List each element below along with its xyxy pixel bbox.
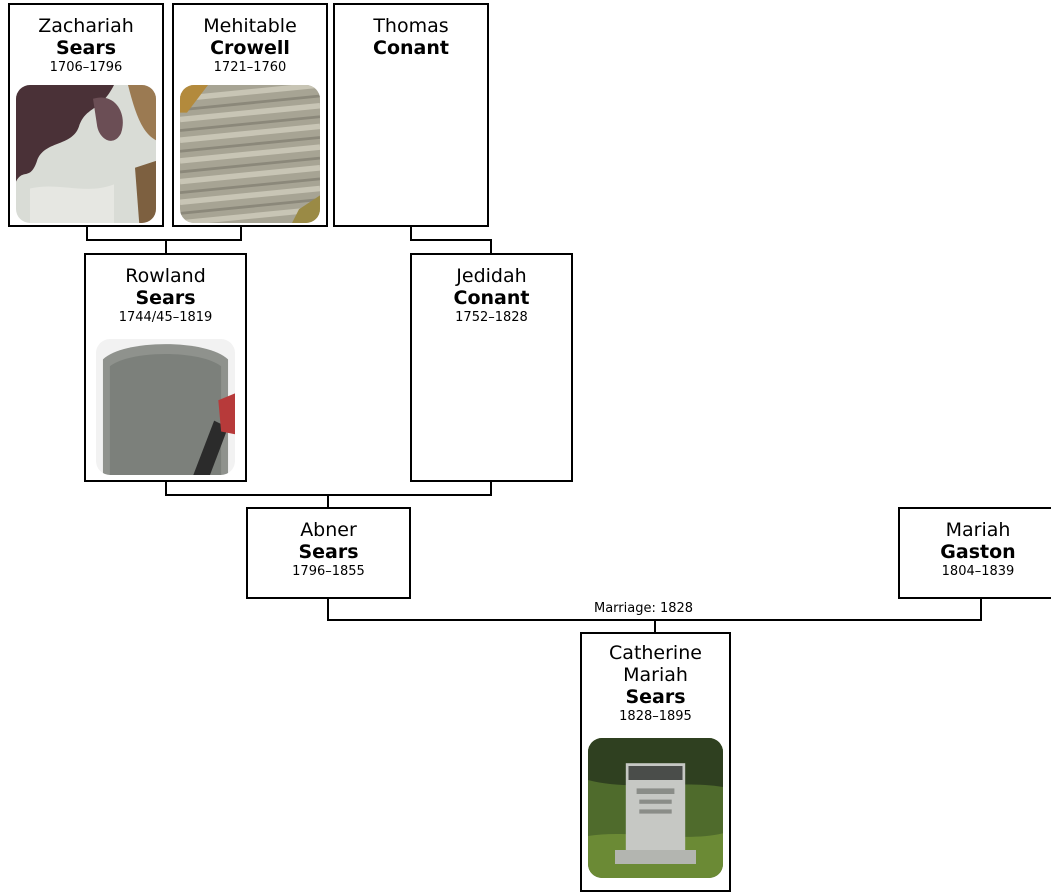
life-dates: 1744/45–1819 — [118, 310, 213, 325]
surname: Crowell — [210, 37, 290, 59]
person-card-thomas-conant[interactable]: Thomas Conant — [333, 3, 489, 227]
person-card-mariah-gaston[interactable]: Mariah Gaston 1804–1839 — [898, 507, 1051, 599]
given-name: Zachariah — [38, 15, 134, 37]
surname: Sears — [55, 37, 117, 59]
given-name-line-2: Mariah — [623, 664, 688, 686]
person-card-mehitable-crowell[interactable]: Mehitable Crowell 1721–1760 — [172, 3, 328, 227]
given-name: Abner — [300, 519, 357, 541]
person-card-zachariah-sears[interactable]: Zachariah Sears 1706–1796 — [8, 3, 164, 227]
connector-line — [980, 598, 982, 621]
given-name: Catherine — [609, 642, 702, 664]
marriage-label: Marriage: 1828 — [592, 601, 696, 617]
person-card-rowland-sears[interactable]: Rowland Sears 1744/45–1819 — [84, 253, 247, 482]
life-dates: 1804–1839 — [941, 564, 1015, 579]
surname: Conant — [373, 37, 449, 59]
given-name: Thomas — [373, 15, 449, 37]
connector-line — [86, 226, 88, 240]
gravestone-photo[interactable] — [180, 85, 320, 223]
given-name: Mehitable — [203, 15, 297, 37]
person-card-abner-sears[interactable]: Abner Sears 1796–1855 — [246, 507, 411, 599]
given-name: Mariah — [945, 519, 1011, 541]
connector-line — [490, 481, 492, 495]
person-card-catherine-mariah-sears[interactable]: Catherine Mariah Sears 1828–1895 — [580, 632, 731, 892]
connector-line — [654, 619, 656, 633]
person-card-jedidah-conant[interactable]: Jedidah Conant 1752–1828 — [410, 253, 573, 482]
given-name: Jedidah — [456, 265, 527, 287]
given-name: Rowland — [125, 265, 206, 287]
connector-line — [165, 481, 167, 495]
connector-line — [327, 598, 329, 621]
connector-line — [410, 239, 492, 241]
life-dates: 1752–1828 — [455, 310, 528, 325]
gravestone-photo[interactable] — [588, 738, 723, 878]
life-dates: 1706–1796 — [49, 60, 123, 75]
life-dates: 1796–1855 — [292, 564, 365, 579]
connector-line — [86, 239, 242, 241]
connector-line — [165, 239, 167, 254]
surname: Sears — [135, 287, 196, 309]
life-dates: 1721–1760 — [213, 60, 287, 75]
connector-line — [327, 494, 329, 508]
surname: Conant — [453, 287, 530, 309]
connector-line — [490, 239, 492, 254]
surname: Sears — [625, 686, 686, 708]
surname: Gaston — [940, 541, 1016, 563]
gravestone-photo[interactable] — [96, 339, 235, 475]
connector-line — [410, 226, 412, 240]
gravestone-photo[interactable] — [16, 85, 156, 223]
connector-line — [240, 226, 242, 240]
life-dates: 1828–1895 — [619, 709, 692, 724]
surname: Sears — [298, 541, 359, 563]
